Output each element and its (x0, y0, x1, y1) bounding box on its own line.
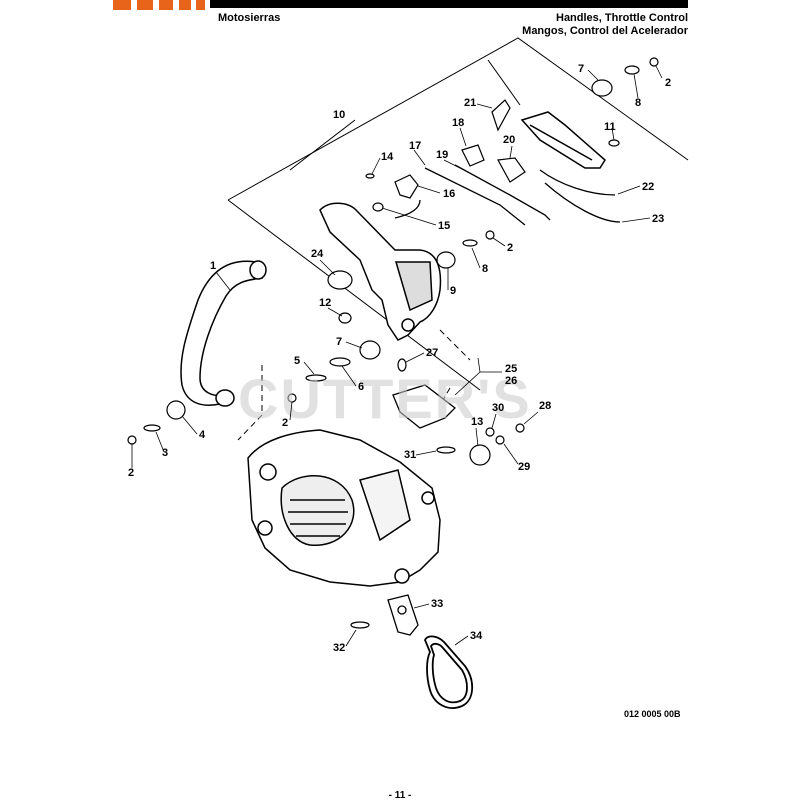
callout-label: 3 (162, 447, 168, 459)
callout-label: 13 (471, 416, 483, 428)
callout-label: 8 (635, 97, 641, 109)
front-handle (180, 260, 267, 407)
callout-label: 25 (505, 363, 517, 375)
callout-label: 18 (452, 117, 464, 129)
callout-label: 6 (358, 381, 364, 393)
callout-label: 26 (505, 375, 517, 387)
header-bar (210, 0, 688, 8)
callout-label: 11 (604, 121, 616, 133)
callout-label: 32 (333, 642, 345, 654)
page-title-english: Handles, Throttle Control (556, 12, 688, 24)
callout-label: 12 (319, 297, 331, 309)
chain-catcher (387, 594, 419, 636)
callout-label: 1 (210, 260, 216, 272)
callout-label: 27 (426, 347, 438, 359)
page-title: Handles, Throttle Control Mangos, Contro… (522, 12, 688, 38)
callout-label: 30 (492, 402, 504, 414)
ring-seal (424, 635, 474, 709)
page-number: - 11 - (388, 790, 412, 801)
bracket-10 (227, 37, 689, 201)
bracket-10-lower (227, 199, 481, 391)
callout-label: 24 (311, 248, 324, 260)
leader-lines (131, 65, 663, 647)
callout-label: 29 (518, 461, 530, 473)
callout-label: 19 (436, 149, 448, 161)
callout-label: 2 (128, 467, 134, 479)
callout-label: 33 (431, 598, 443, 610)
crankcase (247, 429, 441, 587)
callout-label: 9 (450, 285, 456, 297)
callout-label: 4 (199, 429, 206, 441)
callout-label: 8 (482, 263, 488, 275)
throttle-parts (394, 99, 526, 199)
callout-label: 7 (336, 336, 342, 348)
callout-label: 21 (464, 97, 476, 109)
page-title-spanish: Mangos, Control del Acelerador (522, 25, 688, 37)
callout-labels: 7 2 8 21 11 18 20 10 17 19 14 16 22 23 1… (128, 63, 671, 654)
section-title: Motosierras (218, 12, 281, 24)
callout-label: 20 (503, 134, 515, 146)
callout-label: 34 (470, 630, 483, 642)
callout-label: 14 (381, 151, 394, 163)
callout-label: 5 (294, 355, 300, 367)
callout-label: 15 (438, 220, 450, 232)
callout-label: 2 (282, 417, 288, 429)
handle-plate (392, 384, 456, 429)
callout-label: 2 (665, 77, 671, 89)
watermark-text: CUTTER'S (238, 367, 532, 430)
callout-label: 10 (333, 109, 345, 121)
callout-label: 17 (409, 140, 421, 152)
callout-label: 31 (404, 449, 416, 461)
brand-logo (113, 0, 205, 10)
callout-label: 7 (578, 63, 584, 75)
callout-label: 23 (652, 213, 664, 225)
figure-code: 012 0005 00B (624, 709, 681, 719)
small-parts (127, 57, 659, 629)
callout-label: 2 (507, 242, 513, 254)
callout-label: 22 (642, 181, 654, 193)
callout-label: 16 (443, 188, 455, 200)
rear-handle-body (319, 111, 606, 341)
callout-label: 28 (539, 400, 551, 412)
